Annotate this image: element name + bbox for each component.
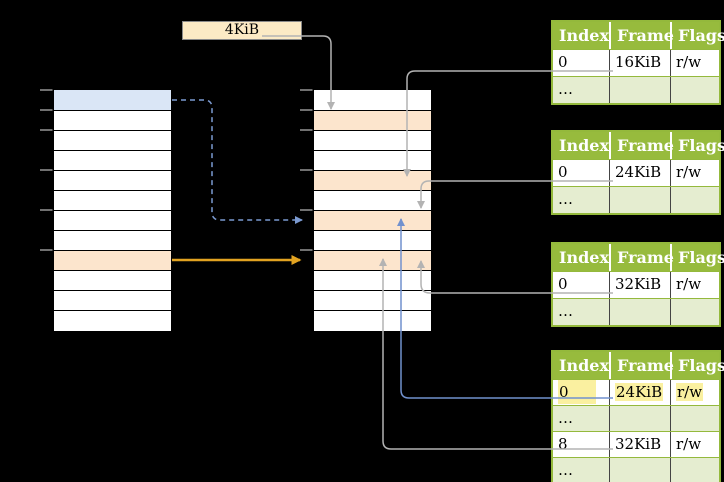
column-header: Flags <box>670 244 724 271</box>
column-header: Flags <box>670 132 724 159</box>
column-header: Index <box>559 248 610 267</box>
table-cell: 0 <box>558 163 568 181</box>
column-header: Frame <box>609 22 674 49</box>
table-cell <box>609 299 670 325</box>
column-header: Frame <box>609 352 674 379</box>
memory-cell-white <box>314 290 431 310</box>
table-cell: … <box>558 461 573 479</box>
memory-cell-orange <box>314 170 431 190</box>
table-cell: 24KiB <box>609 160 670 186</box>
table-cell: 0 <box>558 275 568 293</box>
memory-cell-white <box>314 230 431 250</box>
table-cell: 0 <box>553 380 609 405</box>
arrow-dashed-left-row1-to-middle-row7 <box>172 99 303 224</box>
table-cell: 32KiB <box>609 272 670 298</box>
table-cell: … <box>558 409 573 427</box>
memory-cell-orange <box>314 110 431 130</box>
memory-cell-white <box>314 90 431 110</box>
table-row: … <box>553 298 719 325</box>
memory-cell-white <box>314 190 431 210</box>
table-row: … <box>553 186 719 213</box>
memory-cell-white <box>54 170 171 190</box>
table-cell: r/w <box>670 272 719 298</box>
middle-column-ticks <box>300 89 313 251</box>
table-cell: r/w <box>670 50 719 76</box>
column-header: Index <box>559 356 610 375</box>
page-size-label: 4KiB <box>182 21 302 40</box>
left-column-ticks <box>40 89 53 251</box>
memory-cell-white <box>314 270 431 290</box>
table-cell <box>670 187 719 213</box>
column-header: Index <box>559 26 610 45</box>
table-cell: r/w <box>670 160 719 186</box>
memory-cell-white <box>314 130 431 150</box>
memory-cell-white <box>54 230 171 250</box>
left-memory-column <box>53 89 172 332</box>
column-header: Flags <box>670 22 724 49</box>
table-cell: r/w <box>670 380 719 405</box>
highlighted-value: 24KiB <box>615 383 664 401</box>
table-row: 0 24KiB r/w <box>553 379 719 405</box>
table-cell: r/w <box>670 432 719 457</box>
table-row: … <box>553 76 719 103</box>
table-cell <box>670 77 719 103</box>
memory-cell-white <box>314 150 431 170</box>
table-cell <box>609 187 670 213</box>
table-cell: 24KiB <box>609 380 670 405</box>
table-cell: 32KiB <box>609 432 670 457</box>
memory-cell-white <box>54 150 171 170</box>
memory-cell-white <box>54 270 171 290</box>
highlighted-value: 0 <box>558 380 596 404</box>
memory-cell-orange <box>314 250 431 270</box>
table-cell: 0 <box>558 53 568 71</box>
table-row: … <box>553 457 719 482</box>
table-cell: … <box>558 190 573 208</box>
table-cell <box>609 458 670 482</box>
table-cell <box>609 406 670 431</box>
memory-cell-white <box>54 130 171 150</box>
memory-cell-white <box>314 310 431 330</box>
table-cell: … <box>558 80 573 98</box>
column-header: Frame <box>609 132 674 159</box>
table-cell: … <box>558 302 573 320</box>
middle-memory-column <box>313 89 432 332</box>
table-row: … <box>553 405 719 431</box>
memory-cell-orange <box>54 250 171 270</box>
table-cell: 8 <box>558 435 568 453</box>
column-header: Frame <box>609 244 674 271</box>
memory-cell-orange <box>314 210 431 230</box>
memory-cell-white <box>54 210 171 230</box>
table-cell: 16KiB <box>609 50 670 76</box>
memory-cell-white <box>54 290 171 310</box>
column-header: Index <box>559 136 610 155</box>
memory-cell-white <box>54 110 171 130</box>
table-cell <box>609 77 670 103</box>
table-cell <box>670 458 719 482</box>
table-cell <box>670 299 719 325</box>
memory-cell-blue <box>54 90 171 110</box>
memory-cell-white <box>54 190 171 210</box>
column-header: Flags <box>670 352 724 379</box>
table-cell <box>670 406 719 431</box>
memory-cell-white <box>54 310 171 330</box>
highlighted-value: r/w <box>676 383 704 401</box>
